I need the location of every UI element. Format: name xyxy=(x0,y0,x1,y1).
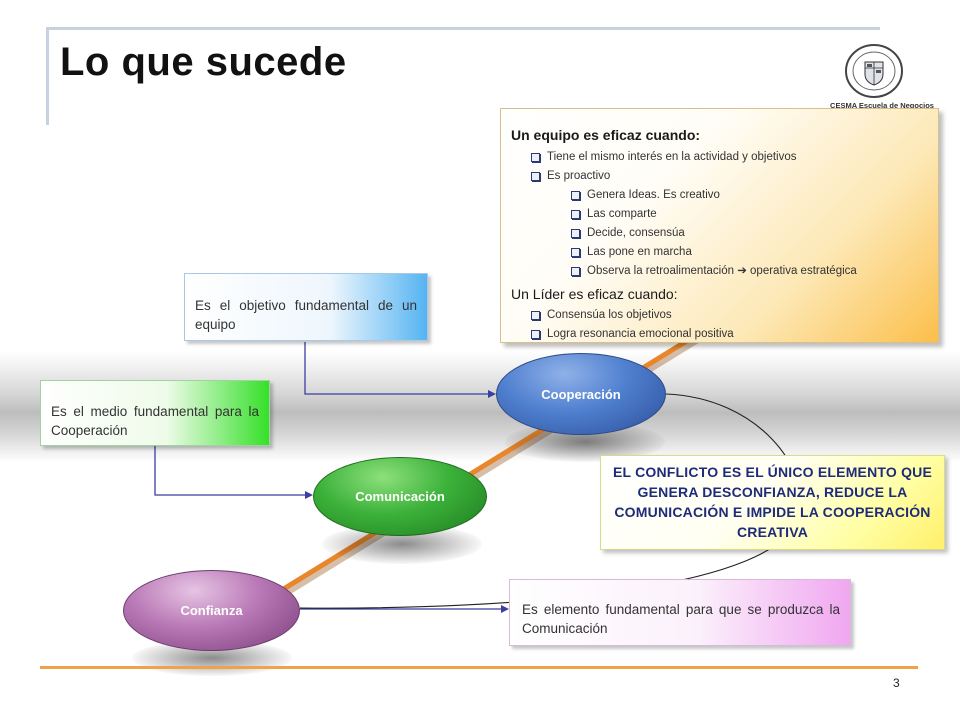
arrowhead-medium xyxy=(305,491,313,499)
team-list: Tiene el mismo interés en la actividad y… xyxy=(511,148,928,281)
conflict-callout: EL CONFLICTO ES EL ÚNICO ELEMENTO QUE GE… xyxy=(600,455,945,550)
list-item: Decide, consensúa xyxy=(511,224,928,243)
checkbox-bullet-icon xyxy=(531,311,540,320)
info-box: Un equipo es eficaz cuando: Tiene el mis… xyxy=(500,108,939,343)
logo-caption: CESMA Escuela de Negocios xyxy=(830,101,934,110)
leader-heading: Un Líder es eficaz cuando: xyxy=(511,286,678,302)
arrowhead-objective xyxy=(488,390,496,398)
connector-medium xyxy=(154,446,307,496)
checkbox-bullet-icon xyxy=(571,267,580,276)
list-item: Tiene el mismo interés en la actividad y… xyxy=(511,148,928,167)
conflict-callout-text: EL CONFLICTO ES EL ÚNICO ELEMENTO QUE GE… xyxy=(612,464,933,540)
list-item: Las comparte xyxy=(511,205,928,224)
checkbox-bullet-icon xyxy=(571,229,580,238)
element-callout: Es elemento fundamental para que se prod… xyxy=(509,579,851,646)
cooperation-label: Cooperación xyxy=(541,386,621,402)
cooperation-node: Cooperación xyxy=(496,353,666,435)
title-frame-left xyxy=(46,27,49,125)
trust-label: Confianza xyxy=(180,603,243,618)
list-item: Consensúa los objetivos xyxy=(511,306,928,325)
element-callout-text: Es elemento fundamental para que se prod… xyxy=(522,602,840,636)
communication-node: Comunicación xyxy=(313,457,487,536)
checkbox-bullet-icon xyxy=(571,248,580,257)
medium-callout: Es el medio fundamental para la Cooperac… xyxy=(40,380,270,446)
list-item: Observa la retroalimentación ➔ operativa… xyxy=(511,262,928,281)
checkbox-bullet-icon xyxy=(571,210,580,219)
connector-objective xyxy=(304,342,490,395)
arrowhead-element xyxy=(501,605,509,613)
communication-label: Comunicación xyxy=(355,489,445,504)
title-frame-top xyxy=(48,27,880,30)
leader-list: Consensúa los objetivos Logra resonancia… xyxy=(511,306,928,344)
list-item: Genera Ideas. Es creativo xyxy=(511,186,928,205)
cesma-seal-logo xyxy=(845,44,903,98)
list-item: Las pone en marcha xyxy=(511,243,928,262)
objective-callout-text: Es el objetivo fundamental de un equipo xyxy=(195,298,417,332)
team-heading: Un equipo es eficaz cuando: xyxy=(511,127,701,143)
checkbox-bullet-icon xyxy=(571,191,580,200)
list-item: Es proactivo xyxy=(511,167,928,186)
objective-callout: Es el objetivo fundamental de un equipo xyxy=(184,273,428,341)
checkbox-bullet-icon xyxy=(531,330,540,339)
bottom-rule xyxy=(40,666,918,669)
trust-node: Confianza xyxy=(123,570,300,651)
checkbox-bullet-icon xyxy=(531,172,540,181)
page-number: 3 xyxy=(893,676,900,690)
medium-callout-text: Es el medio fundamental para la Cooperac… xyxy=(51,404,259,438)
checkbox-bullet-icon xyxy=(531,153,540,162)
list-item: Logra resonancia emocional positiva xyxy=(511,325,928,344)
slide-title: Lo que sucede xyxy=(60,40,347,84)
